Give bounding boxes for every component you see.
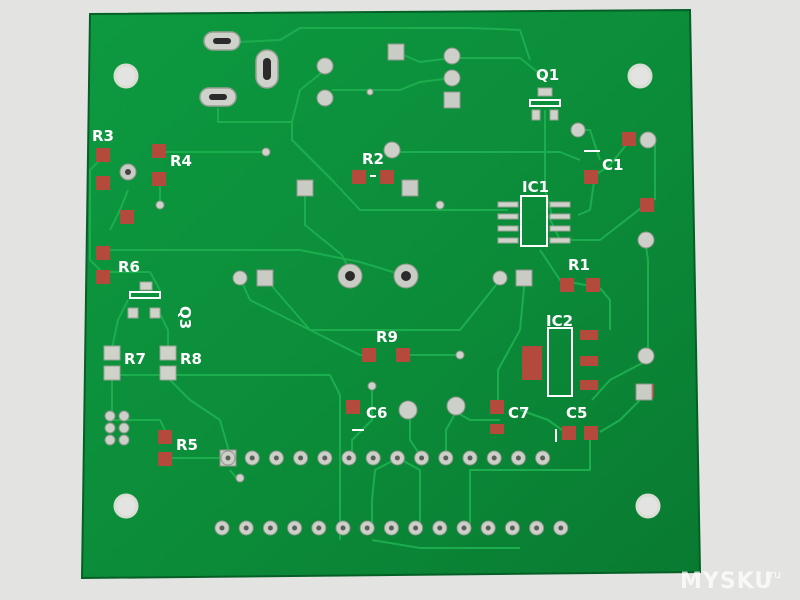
header-pin-hole <box>388 525 394 531</box>
q3-outline <box>129 291 161 299</box>
watermark-brand: MYSKU <box>680 569 773 594</box>
header-pin-hole <box>267 525 273 531</box>
jack-slot-holes <box>209 38 271 100</box>
header-pin-hole <box>292 525 298 531</box>
header-pin-hole <box>485 525 491 531</box>
header-pin-hole <box>413 525 419 531</box>
label-c6: C6 <box>366 404 387 422</box>
header-pin-hole <box>491 455 497 461</box>
header-pin-hole <box>364 525 370 531</box>
header-pin-hole <box>437 525 443 531</box>
label-q1: Q1 <box>536 66 559 84</box>
header-pin-hole <box>346 455 352 461</box>
label-r4: R4 <box>170 152 192 170</box>
header-pin-hole <box>394 455 400 461</box>
header-pin-hole <box>316 525 322 531</box>
header-pin-hole <box>534 525 540 531</box>
label-c5: C5 <box>566 404 587 422</box>
label-q3: Q3 <box>176 306 194 329</box>
silkscreen-labels: R3 R4 R2 R6 Q3 R7 R8 R5 R9 C6 C7 C5 R1 I… <box>92 66 623 454</box>
header-pin-hole <box>273 455 279 461</box>
label-r9: R9 <box>376 328 398 346</box>
header-pin-hole <box>322 455 328 461</box>
label-r3: R3 <box>92 127 114 145</box>
header-pin-hole <box>225 455 231 461</box>
watermark: MYSKU .ru <box>680 568 781 594</box>
watermark-suffix: .ru <box>766 568 781 581</box>
header-pin-hole <box>515 455 521 461</box>
pin-header-bottom <box>214 520 569 536</box>
label-r2: R2 <box>362 150 384 168</box>
round-thru-pads <box>104 47 657 446</box>
label-r6: R6 <box>118 258 140 276</box>
q1-outline <box>529 99 561 107</box>
ic1-outline <box>520 195 548 247</box>
pcb-board <box>80 8 702 580</box>
header-pin-hole <box>461 525 467 531</box>
header-pin-hole <box>558 525 564 531</box>
pin-header-top <box>220 450 551 466</box>
header-pin-hole <box>443 455 449 461</box>
tinned-pads <box>103 87 571 381</box>
header-pin-hole <box>249 455 255 461</box>
header-pin-hole <box>243 525 249 531</box>
header-pin-hole <box>540 455 546 461</box>
label-c7: C7 <box>508 404 529 422</box>
header-pin-hole <box>370 455 376 461</box>
mounting-holes <box>113 63 661 519</box>
ic2-outline <box>547 327 573 397</box>
header-pin-hole <box>340 525 346 531</box>
label-ic1: IC1 <box>522 178 549 196</box>
label-c1: C1 <box>602 156 623 174</box>
large-holes <box>119 163 419 289</box>
label-r1: R1 <box>568 256 590 274</box>
header-pin-hole <box>219 525 225 531</box>
label-r7: R7 <box>124 350 146 368</box>
copper-traces <box>89 27 656 549</box>
silkscreen-outlines <box>129 99 600 442</box>
vias <box>155 88 465 483</box>
header-pin-hole <box>509 525 515 531</box>
header-pin-hole <box>419 455 425 461</box>
label-r8: R8 <box>180 350 202 368</box>
label-r5: R5 <box>176 436 198 454</box>
header-pin-hole <box>298 455 304 461</box>
header-pin-hole <box>467 455 473 461</box>
label-ic2: IC2 <box>546 312 573 330</box>
